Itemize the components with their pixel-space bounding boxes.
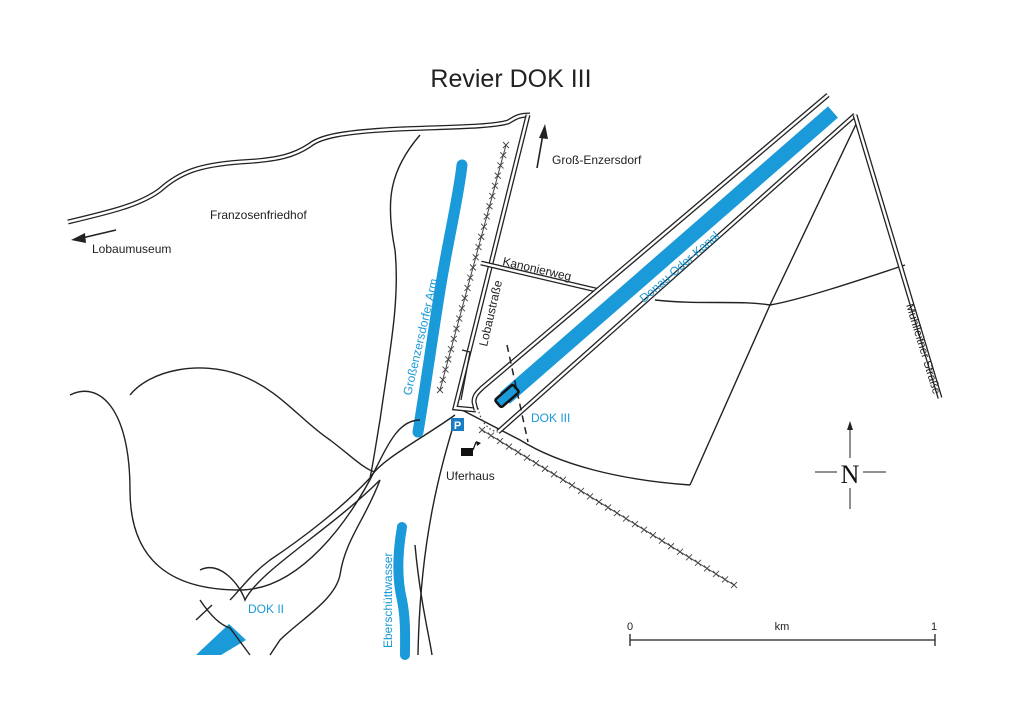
label-uferhaus: Uferhaus <box>446 469 495 483</box>
scale-end: 1 <box>931 621 937 633</box>
lock-arc <box>477 407 501 433</box>
grossenzersdorfer-arm-water <box>412 159 468 438</box>
label-gross-enzersdorf: Groß-Enzersdorf <box>552 153 642 167</box>
eberschuettwasser-water <box>393 522 411 660</box>
scale-unit: km <box>775 621 790 633</box>
dok3-marker-line <box>506 344 529 443</box>
parking-icon: P <box>451 418 464 432</box>
scale-bar: 0 km 1 <box>627 621 937 646</box>
label-franzosenfriedhof: Franzosenfriedhof <box>210 208 307 222</box>
label-dok3: DOK III <box>531 411 570 425</box>
arrow-gross-enzersdorf-icon <box>536 124 548 169</box>
label-lobaumuseum: Lobaumuseum <box>92 242 171 256</box>
map-title: Revier DOK III <box>430 65 591 93</box>
svg-text:P: P <box>454 420 461 432</box>
house-flag-icon <box>461 441 481 456</box>
canal-water <box>500 106 838 404</box>
svg-text:N: N <box>841 460 860 489</box>
paths <box>69 119 906 656</box>
label-dok2: DOK II <box>248 602 284 616</box>
label-muehlleitner-strasse: Mühlleitner Straße <box>903 302 942 395</box>
scale-start: 0 <box>627 621 633 633</box>
arrow-lobaumuseum-icon <box>71 229 117 243</box>
label-eberschuettwasser: Eberschüttwasser <box>381 553 395 648</box>
label-kanonierweg: Kanonierweg <box>501 254 572 283</box>
railways <box>436 141 738 589</box>
roads <box>67 93 943 434</box>
north-arrow-icon: N <box>815 421 886 509</box>
dok3-lock <box>494 383 520 409</box>
